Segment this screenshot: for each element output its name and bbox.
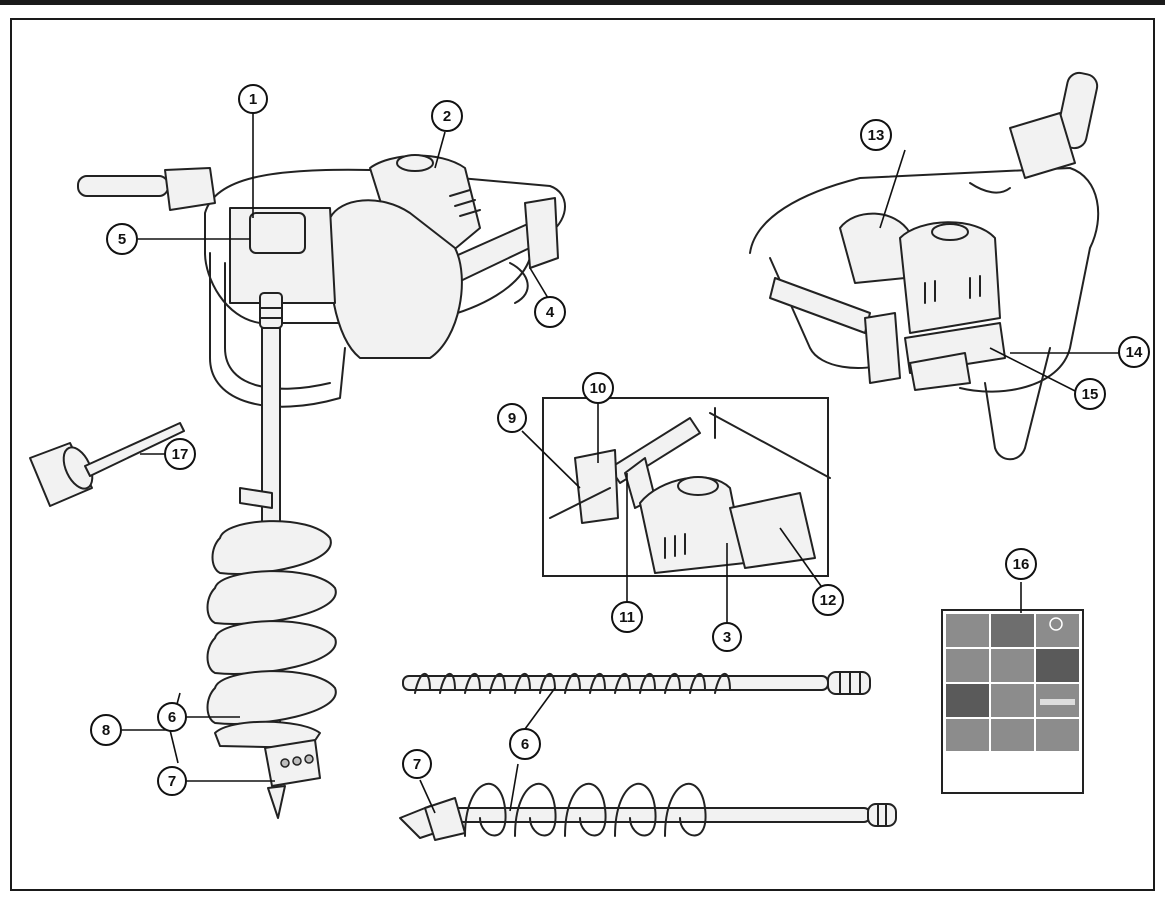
svg-text:4: 4: [546, 304, 555, 321]
callout-10: 10: [582, 372, 614, 404]
svg-text:8: 8: [102, 722, 110, 739]
svg-text:11: 11: [619, 609, 635, 626]
auger-bit-narrow: [402, 671, 871, 695]
callout-14: 14: [1118, 336, 1150, 368]
callout-16: 16: [1005, 548, 1037, 580]
svg-text:5: 5: [118, 231, 126, 248]
callout-7-vertical: 7: [157, 766, 187, 796]
callout-12: 12: [812, 584, 844, 616]
svg-text:2: 2: [443, 108, 451, 125]
spark-plug-wrench: [29, 422, 185, 507]
svg-text:6: 6: [168, 709, 176, 726]
callout-13: 13: [860, 119, 892, 151]
svg-text:1: 1: [249, 91, 257, 108]
callout-9: 9: [497, 403, 527, 433]
svg-text:15: 15: [1082, 386, 1099, 403]
earth-auger-rear-view: [749, 71, 1100, 461]
svg-text:9: 9: [508, 410, 516, 427]
callout-17: 17: [164, 438, 196, 470]
svg-text:10: 10: [590, 380, 607, 397]
svg-text:17: 17: [172, 446, 189, 463]
svg-text:16: 16: [1013, 556, 1030, 573]
callout-7-wide: 7: [402, 749, 432, 779]
callout-11: 11: [611, 601, 643, 633]
callout-2: 2: [431, 100, 463, 132]
svg-text:12: 12: [820, 592, 837, 609]
svg-text:6: 6: [521, 736, 529, 753]
callout-3: 3: [712, 622, 742, 652]
callout-6-narrow: 6: [509, 728, 541, 760]
callout-8: 8: [90, 714, 122, 746]
parts-diagram: 1 2 3 4 5 6 6 6 7 7 8 9 10 11 12 13 14 1…: [10, 18, 1155, 891]
operator-manual: [941, 609, 1084, 794]
callout-4: 4: [534, 296, 566, 328]
svg-text:13: 13: [868, 127, 885, 144]
controls-detail: [542, 397, 831, 577]
svg-text:7: 7: [413, 756, 421, 773]
svg-text:3: 3: [723, 629, 731, 646]
svg-text:14: 14: [1126, 344, 1143, 361]
auger-bit-vertical: [206, 327, 337, 819]
earth-auger-front-view: [77, 154, 566, 408]
auger-bit-wide: [399, 782, 897, 841]
diagram-frame: 1 2 3 4 5 6 6 6 7 7 8 9 10 11 12 13 14 1…: [10, 18, 1155, 891]
callout-5: 5: [106, 223, 138, 255]
top-rule: [0, 0, 1165, 5]
svg-text:7: 7: [168, 773, 176, 790]
callout-15: 15: [1074, 378, 1106, 410]
callout-1: 1: [238, 84, 268, 114]
leader-lines: [122, 113, 1132, 814]
callout-6-vertical: 6: [157, 702, 187, 732]
